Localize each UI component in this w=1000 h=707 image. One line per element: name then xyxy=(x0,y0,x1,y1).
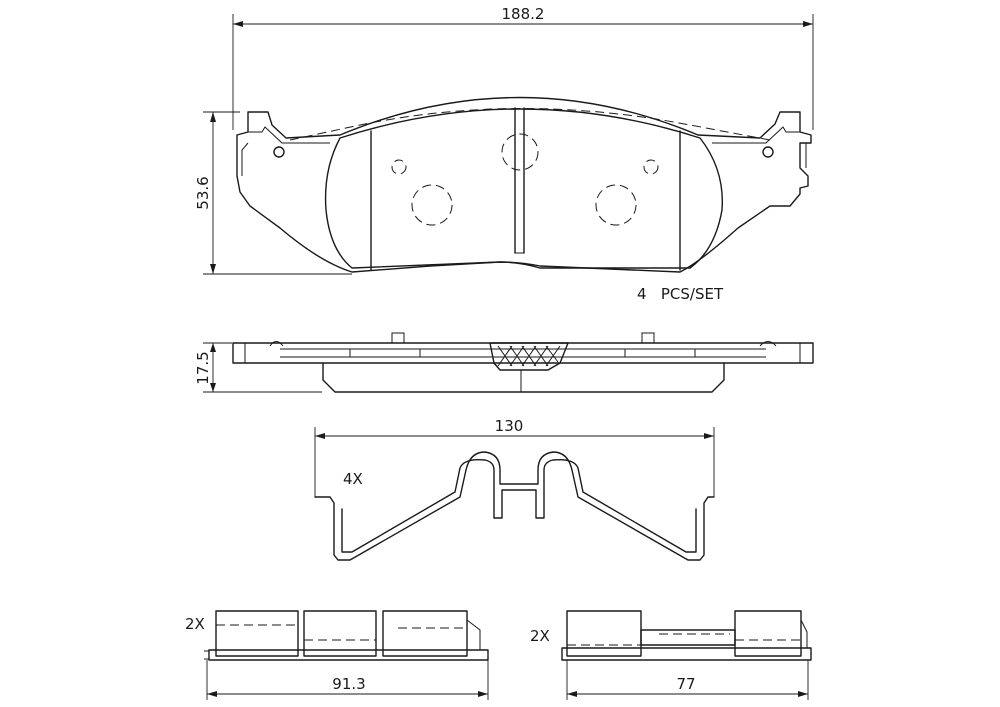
shim-right-tab xyxy=(800,619,808,648)
backing-plate-side xyxy=(232,342,814,364)
pad-front-view xyxy=(236,96,812,273)
side-ticks xyxy=(349,349,696,357)
thickness-dimension: 17.5 xyxy=(194,342,322,393)
shim-left-segment-2 xyxy=(303,610,377,657)
hidden-pin-left xyxy=(411,184,453,226)
thickness-label: 17.5 xyxy=(194,351,212,384)
height-label: 53.6 xyxy=(194,176,212,209)
mount-hole-right xyxy=(762,146,774,158)
pieces-per-set-note: 4 PCS/SET xyxy=(637,285,724,303)
shim-left-tab xyxy=(466,619,481,650)
shim-left-edge xyxy=(204,650,209,660)
pad-side-view xyxy=(232,332,814,393)
tab-left xyxy=(391,332,405,344)
hidden-rivet-right xyxy=(643,159,659,175)
shim-right-hidden-lines xyxy=(567,633,801,646)
shim-right-segment-1 xyxy=(566,610,642,657)
side-plate-inner xyxy=(280,348,766,358)
overall-width-label: 188.2 xyxy=(502,5,545,23)
spring-clip-outer xyxy=(314,451,715,561)
right-ear-detail xyxy=(800,142,807,168)
friction-side xyxy=(322,362,725,393)
side-hole-bumps xyxy=(269,341,777,347)
shim-right-width-dimension: 77 xyxy=(566,660,809,700)
hidden-pin-right xyxy=(595,184,637,226)
shim-right-segment-2 xyxy=(734,610,802,657)
backing-plate-outline xyxy=(236,96,812,273)
overall-width-dimension: 188.2 xyxy=(232,5,814,130)
wear-indicator-section xyxy=(489,342,569,371)
shim-left xyxy=(204,610,489,661)
cross-hatch xyxy=(497,345,561,367)
hidden-rivet-left xyxy=(391,159,407,175)
spring-quantity: 4X xyxy=(343,470,363,488)
height-dimension: 53.6 xyxy=(194,111,352,275)
spring-width-dimension: 130 xyxy=(314,417,715,497)
friction-hidden-edge xyxy=(289,108,771,141)
friction-material-outline xyxy=(324,108,724,269)
shim-right-width-label: 77 xyxy=(676,675,695,693)
mount-hole-left xyxy=(273,146,285,158)
hidden-pin-center xyxy=(501,133,539,171)
shim-left-base xyxy=(208,649,489,661)
shim-left-segment-3 xyxy=(382,610,468,657)
shim-right-quantity: 2X xyxy=(530,627,550,645)
shim-right-base xyxy=(561,647,812,661)
shim-left-quantity: 2X xyxy=(185,615,205,633)
backing-plate-inner-edge xyxy=(248,126,800,144)
shim-right xyxy=(561,610,812,661)
left-ear-detail xyxy=(241,142,249,176)
shim-right-bridge xyxy=(640,629,736,646)
tab-right xyxy=(641,332,655,344)
shim-left-width-label: 91.3 xyxy=(332,675,365,693)
spring-clip xyxy=(314,451,715,561)
side-ear-lines xyxy=(244,343,801,363)
spring-clip-inner xyxy=(341,458,697,553)
spring-width-label: 130 xyxy=(495,417,524,435)
shim-left-segment-1 xyxy=(215,610,299,657)
shim-left-hidden-lines xyxy=(216,624,468,641)
shim-left-width-dimension: 91.3 xyxy=(206,660,489,700)
